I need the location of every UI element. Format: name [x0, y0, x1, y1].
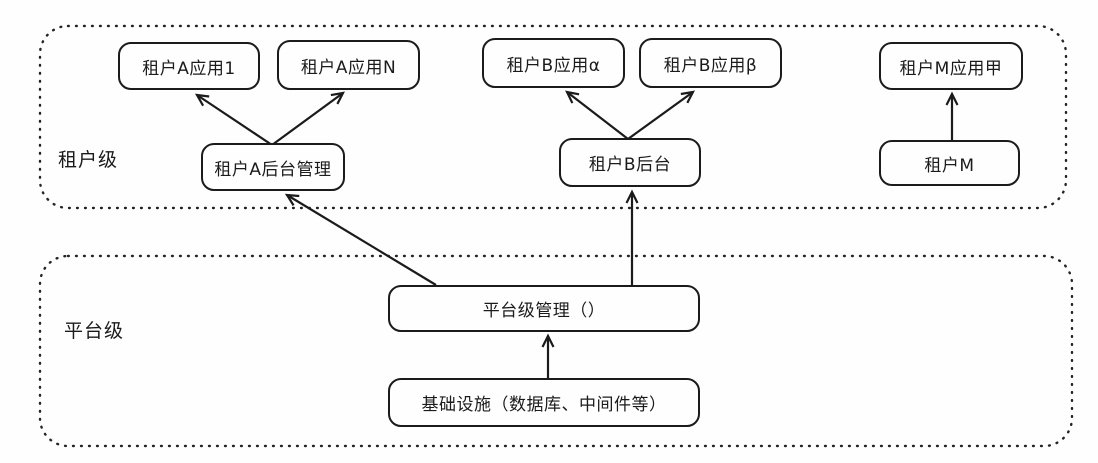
tenant-level-label: 租户级	[58, 149, 119, 171]
node-infrastructure: 基础设施（数据库、中间件等）	[388, 378, 700, 427]
node-tenant-a-admin: 租户A后台管理	[201, 143, 345, 191]
node-tenant-m-app: 租户M应用甲	[879, 42, 1023, 90]
arrow-tenant-a-admin-to-appN	[271, 91, 345, 146]
node-tenant-a-appN: 租户A应用N	[277, 40, 420, 90]
arrow-tenant-a-admin-to-app1	[194, 93, 273, 146]
node-tenant-b-admin: 租户B后台	[559, 138, 701, 187]
node-tenant-a-app1: 租户A应用1	[118, 42, 260, 90]
node-tenant-b-app-alpha: 租户B应用α	[482, 38, 625, 88]
arrow-tenant-b-admin-to-app-beta	[627, 90, 695, 140]
node-tenant-b-app-beta: 租户B应用β	[639, 38, 782, 88]
node-platform-mgmt: 平台级管理（）	[388, 285, 700, 332]
node-tenant-m: 租户M	[879, 140, 1020, 186]
platform-level-label: 平台级	[64, 320, 125, 342]
arrow-platform-mgmt-to-tenant-a-admin	[284, 193, 437, 286]
platform-level-boundary	[38, 254, 1074, 448]
arrow-tenant-b-admin-to-app-alpha	[565, 90, 629, 140]
